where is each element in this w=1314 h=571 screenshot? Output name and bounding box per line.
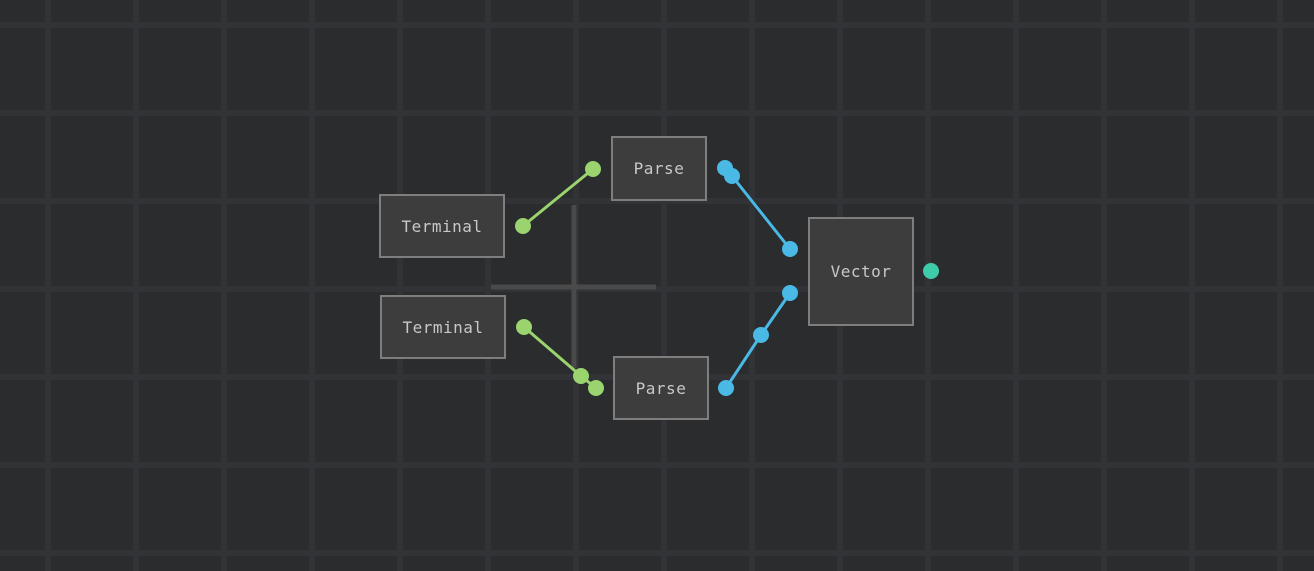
link-handle[interactable] [753, 327, 769, 343]
link-handle[interactable] [573, 368, 589, 384]
parse-node-1[interactable]: Parse [611, 136, 707, 201]
output-port[interactable] [516, 319, 532, 335]
link-terminal2-parse2[interactable] [516, 319, 604, 396]
input-port[interactable] [782, 285, 798, 301]
output-port[interactable] [718, 380, 734, 396]
link-parse2-vector[interactable] [718, 285, 798, 396]
output-port[interactable] [515, 218, 531, 234]
link-terminal1-parse1[interactable] [515, 161, 601, 234]
vector-output-port[interactable] [923, 263, 939, 279]
input-port[interactable] [782, 241, 798, 257]
link-handle[interactable] [724, 168, 740, 184]
vector-node[interactable]: Vector [808, 217, 914, 326]
link-parse1-vector[interactable] [717, 160, 798, 257]
terminal-node-1[interactable]: Terminal [379, 194, 505, 258]
parse-node-2[interactable]: Parse [613, 356, 709, 420]
input-port[interactable] [588, 380, 604, 396]
terminal-node-2[interactable]: Terminal [380, 295, 506, 359]
crosshair-icon [491, 205, 656, 368]
input-port[interactable] [585, 161, 601, 177]
